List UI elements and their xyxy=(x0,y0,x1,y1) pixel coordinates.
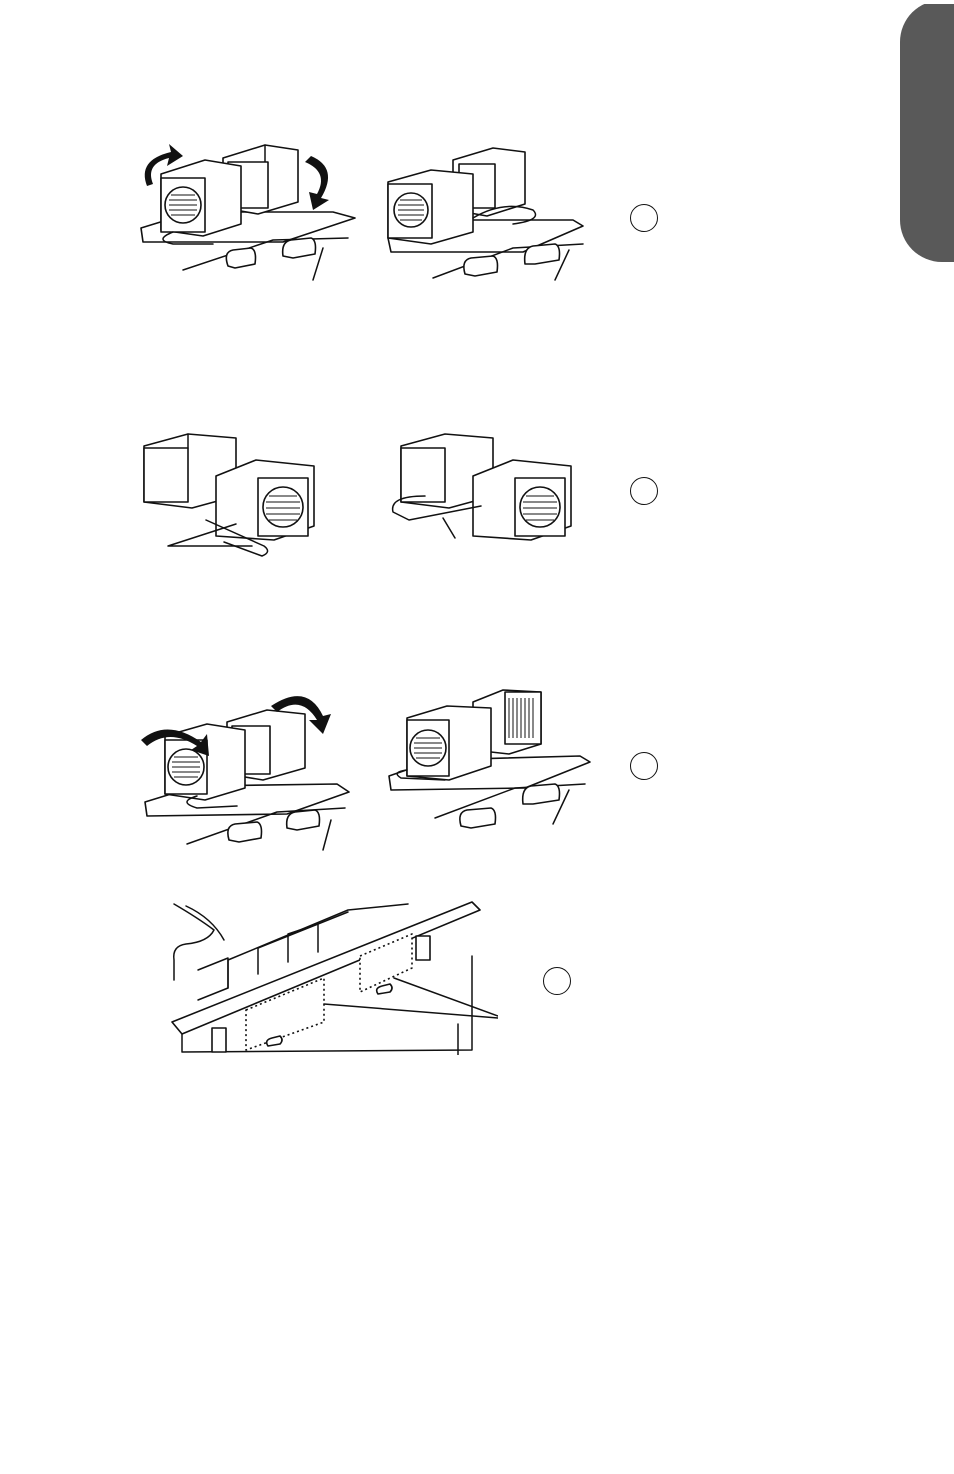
blower-assembled-figure-2 xyxy=(388,689,591,829)
step-marker-circle-2 xyxy=(630,477,658,505)
blower-rotate-figure-2 xyxy=(141,696,350,851)
step-marker-circle-1 xyxy=(630,204,658,232)
section-side-tab xyxy=(900,0,954,262)
side-tab-notch xyxy=(900,0,954,4)
step-marker-circle-4 xyxy=(543,967,571,995)
blower-rotate-figure-1 xyxy=(140,144,356,281)
blower-bracket-figure-2 xyxy=(391,433,572,541)
blower-bracket-figure-1 xyxy=(143,433,315,557)
step-marker-circle-3 xyxy=(630,752,658,780)
blower-assembled-figure-1 xyxy=(387,147,584,281)
cabinet-damper-figure xyxy=(171,901,498,1055)
